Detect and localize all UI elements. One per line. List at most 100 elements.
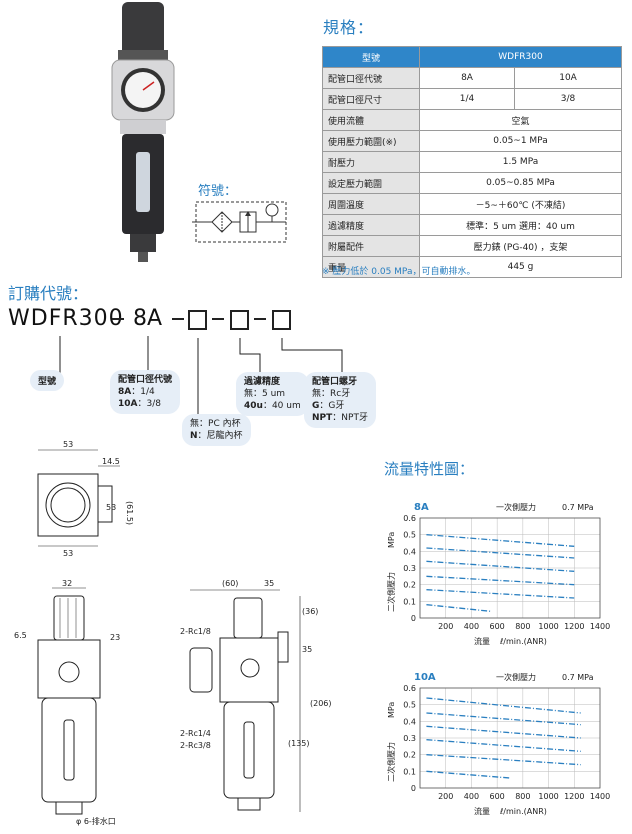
dim-top-w: 53 [63,440,73,449]
series-line [426,697,581,714]
legend-thread-value: ：G牙 [319,401,345,411]
legend-thread-title: 配管口螺牙 [312,377,358,387]
x-tick-label: 1200 [564,792,584,801]
dim-top-r: 14.5 [102,457,120,466]
x-tick-label: 1000 [538,792,558,801]
y-axis-label: 二次側壓力 [386,742,396,782]
chart-annotation: 一次側壓力 [496,502,536,512]
legend-thread-code: G [312,401,320,411]
spec-value: －5~＋60℃ (不凍結) [419,193,622,215]
dim-port2: 2-Rc1/4 [180,729,211,738]
drawing-top-view: 53 14.5 53 (61.5) 53 [37,440,134,558]
x-axis-unit: ℓ/min.(ANR) [499,637,547,646]
dim-side-a: (60) [222,579,238,588]
x-tick-label: 200 [438,622,453,631]
legend-filter-code: 40u [244,401,263,411]
dim-front-a: 6.5 [14,631,27,640]
spec-value: 1/4 [418,88,516,110]
series-line [426,725,581,739]
x-tick-label: 400 [464,792,479,801]
x-tick-label: 1000 [538,622,558,631]
chart-annotation-value: 0.7 MPa [562,673,594,682]
y-axis-unit: MPa [387,702,396,718]
series-line [426,604,491,612]
y-tick-label: 0.1 [403,767,416,776]
legend-port: 配管口徑代號 8A：1/4 10A：3/8 [110,370,181,414]
legend-thread-code: 無 [312,389,322,399]
flow-title: 流量特性圖： [384,460,475,478]
chart-title: 10A [414,672,436,683]
spec-label: 過濾精度 [322,214,420,236]
legend-cup: 無：PC 內杯 N：尼龍內杯 [182,414,251,446]
legend-port-code: 8A [118,387,132,397]
legend-cup-value: ：尼龍內杯 [197,431,243,441]
y-tick-label: 0.6 [403,514,416,523]
y-tick-label: 0.5 [403,531,416,540]
x-tick-label: 600 [490,622,505,631]
spec-header-model: WDFR300 [419,46,622,68]
x-tick-label: 800 [515,622,530,631]
drawing-front-view: 32 6.5 23 φ 6-排水口 [14,579,120,826]
dim-port3: 2-Rc3/8 [180,741,211,750]
y-tick-label: 0.3 [403,734,416,743]
series-line [426,560,575,572]
chart-title: 8A [414,502,429,513]
spec-table: 型號 WDFR300 配管口徑代號 8A 10A 配管口徑尺寸 1/4 3/8 … [322,46,622,278]
dim-drain: φ 6-排水口 [76,816,116,826]
order-title: 訂購代號： [8,284,89,303]
pneumatic-symbol [192,201,287,243]
spec-title: 規格： [323,18,375,37]
chart-annotation: 一次側壓力 [496,672,536,682]
spec-label: 耐壓力 [322,151,420,173]
code-dash [254,318,266,320]
legend-port-value: ：1/4 [131,387,155,397]
legend-thread-code: NPT [312,413,333,423]
legend-model: 型號 [30,370,65,391]
dim-top-w2: 53 [63,549,73,558]
legend-thread: 配管口螺牙 無：Rc牙 G：G牙 NPT：NPT牙 [304,372,376,428]
legend-thread-value: ：Rc牙 [321,389,351,399]
x-tick-label: 1400 [590,792,610,801]
legend-filter-title: 過濾精度 [244,377,281,387]
spec-label: 附屬配件 [322,235,420,257]
legend-port-title: 配管口徑代號 [118,375,173,385]
y-tick-label: 0.4 [403,717,416,726]
spec-label: 重量 [322,256,420,278]
spec-label: 配管口徑代號 [322,67,420,89]
dim-front-b: 23 [110,633,120,642]
spec-note: ※ 壓力低於 0.05 MPa，可自動排水。 [322,267,476,277]
y-tick-label: 0 [411,614,416,623]
y-tick-label: 0.3 [403,564,416,573]
series-line [426,739,581,752]
legend-filter: 過濾精度 無：5 um 40u：40 um [236,372,309,416]
spec-value: 3/8 [514,88,622,110]
code-box-thread [272,310,291,330]
x-tick-label: 1200 [564,622,584,631]
code-dash [212,318,224,320]
legend-cup-code: N [190,431,198,441]
dim-side-f: (135) [288,739,310,748]
chart-annotation-value: 0.7 MPa [562,503,594,512]
code-model: WDFR300 [8,306,124,331]
code-port: 8A [133,306,163,331]
x-axis-unit: ℓ/min.(ANR) [499,807,547,816]
code-dash [172,318,184,320]
product-photo [111,2,175,262]
legend-thread-value: ：NPT牙 [332,413,368,423]
code-box-filter [230,310,249,330]
x-axis-label: 流量 [474,806,490,816]
y-tick-label: 0.2 [403,751,416,760]
spec-value: 8A [418,67,516,89]
spec-label: 周圍溫度 [322,193,420,215]
dim-top-h: 53 [106,503,116,512]
legend-filter-value: ：40 um [262,401,301,411]
dim-side-b: 35 [264,579,274,588]
dim-front-w: 32 [62,579,72,588]
x-tick-label: 200 [438,792,453,801]
code-dash [112,318,124,320]
series-line [426,712,581,726]
x-tick-label: 800 [515,792,530,801]
legend-port-code: 10A [118,399,138,409]
x-tick-label: 600 [490,792,505,801]
